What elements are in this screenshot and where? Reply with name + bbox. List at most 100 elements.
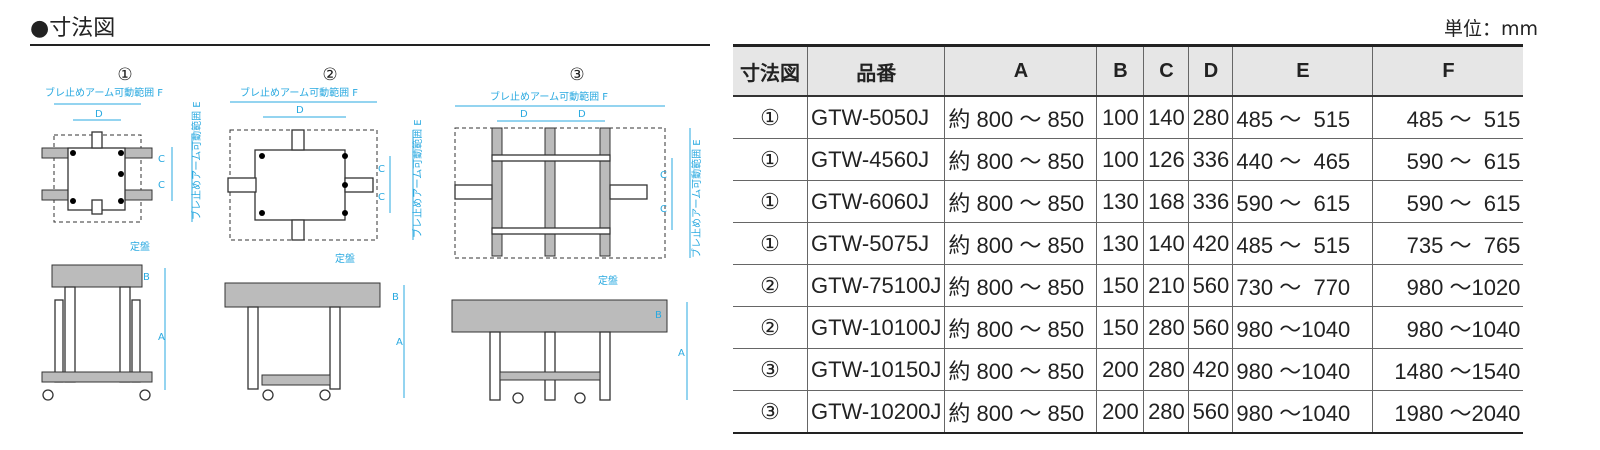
- table-cell: 約 800 ～ 850: [944, 390, 1097, 434]
- table-cell: ①: [733, 96, 808, 139]
- table-cell: 約 800 ～ 850: [944, 264, 1097, 307]
- svg-text:C: C: [660, 204, 667, 215]
- label-f: ブレ止めアーム可動範囲 F: [45, 86, 163, 99]
- table-cell: 735 ～ 765: [1372, 222, 1524, 265]
- table-cell: ②: [733, 264, 808, 307]
- table-cell: 約 800 ～ 850: [944, 180, 1097, 223]
- table-cell: 280: [1143, 306, 1189, 349]
- svg-text:ブレ止めアーム可動範囲 F: ブレ止めアーム可動範囲 F: [490, 90, 608, 103]
- svg-text:C: C: [158, 180, 165, 191]
- label-a: A: [158, 332, 165, 343]
- table-cell: 590 ～ 615: [1372, 180, 1524, 223]
- col-header: C: [1143, 45, 1189, 97]
- label-b: B: [143, 272, 150, 283]
- label-e: ブレ止めアーム可動範囲 E: [190, 101, 203, 220]
- table-cell: 560: [1188, 264, 1233, 307]
- table-cell: 126: [1143, 138, 1189, 181]
- svg-text:C: C: [660, 170, 667, 181]
- svg-text:D: D: [296, 105, 304, 116]
- table-cell: 140: [1143, 222, 1189, 265]
- table-cell: 約 800 ～ 850: [944, 138, 1097, 181]
- table-cell: 130: [1096, 180, 1144, 223]
- table-cell: 1480 ～1540: [1372, 348, 1524, 391]
- drawing-type-1: ① ブレ止めアーム可動範囲 F D CC ブレ止めアーム可動範囲 E 定盤 A …: [41, 65, 203, 401]
- svg-text:D: D: [520, 109, 528, 120]
- table-cell: 1980 ～2040: [1372, 390, 1524, 434]
- svg-text:③: ③: [569, 65, 584, 85]
- table-cell: GTW-5050J: [806, 96, 945, 139]
- svg-text:A: A: [678, 348, 685, 359]
- svg-text:②: ②: [322, 65, 337, 85]
- table-cell: 280: [1143, 390, 1189, 434]
- table-cell: 140: [1143, 96, 1189, 139]
- table-cell: 980 ～1040: [1372, 306, 1524, 349]
- table-cell: 980 ～1040: [1232, 306, 1373, 349]
- table-cell: GTW-10200J: [806, 390, 945, 434]
- table-cell: ③: [733, 390, 808, 434]
- svg-text:A: A: [396, 337, 403, 348]
- svg-text:ブレ止めアーム可動範囲 F: ブレ止めアーム可動範囲 F: [240, 86, 358, 99]
- table-cell: ②: [733, 306, 808, 349]
- col-header: D: [1188, 45, 1233, 97]
- table-cell: 730 ～ 770: [1232, 264, 1373, 307]
- table-cell: 560: [1188, 390, 1233, 434]
- table-cell: 150: [1096, 264, 1144, 307]
- dimension-drawings: .ln{stroke:#333;fill:#fff;stroke-width:1…: [41, 65, 703, 404]
- table-cell: 200: [1096, 390, 1144, 434]
- table-cell: GTW-10150J: [806, 348, 945, 391]
- table-cell: 590 ～ 615: [1232, 180, 1373, 223]
- table-cell: 130: [1096, 222, 1144, 265]
- table-cell: 485 ～ 515: [1372, 96, 1524, 139]
- table-cell: 980 ～1020: [1372, 264, 1524, 307]
- table-cell: GTW-6060J: [806, 180, 945, 223]
- table-cell: GTW-75100J: [806, 264, 945, 307]
- table-cell: 100: [1096, 96, 1144, 139]
- title-divider: [30, 44, 710, 46]
- table-cell: 100: [1096, 138, 1144, 181]
- col-header: 寸法図: [733, 45, 808, 97]
- table-cell: ①: [733, 180, 808, 223]
- drawing-type-2: ② ブレ止めアーム可動範囲 F D CC ブレ止めアーム可動範囲 E 定盤 A …: [224, 65, 424, 401]
- table-cell: 約 800 ～ 850: [944, 348, 1097, 391]
- table-cell: ①: [733, 138, 808, 181]
- svg-text:C: C: [378, 164, 385, 175]
- col-header: 品番: [806, 45, 945, 97]
- unit-label: 単位：mm: [1443, 18, 1538, 40]
- table-cell: 336: [1188, 138, 1233, 181]
- svg-text:ブレ止めアーム可動範囲 E: ブレ止めアーム可動範囲 E: [411, 119, 424, 238]
- table-cell: 約 800 ～ 850: [944, 306, 1097, 349]
- table-cell: ③: [733, 348, 808, 391]
- table-cell: 485 ～ 515: [1232, 222, 1373, 265]
- table-cell: 980 ～1040: [1232, 348, 1373, 391]
- table-header-row: 寸法図 品番 A B C D E F: [733, 45, 1524, 97]
- table-cell: 485 ～ 515: [1232, 96, 1373, 139]
- label-d: D: [95, 109, 103, 120]
- table-cell: 210: [1143, 264, 1189, 307]
- table-cell: 150: [1096, 306, 1144, 349]
- table-cell: 980 ～1040: [1232, 390, 1373, 434]
- col-header: F: [1372, 45, 1524, 97]
- table-cell: 約 800 ～ 850: [944, 96, 1097, 139]
- table-cell: GTW-5075J: [806, 222, 945, 265]
- svg-text:B: B: [655, 310, 662, 321]
- table-cell: 590 ～ 615: [1372, 138, 1524, 181]
- col-header: A: [944, 45, 1097, 97]
- table-cell: 420: [1188, 222, 1233, 265]
- col-header: E: [1232, 45, 1373, 97]
- svg-text:定盤: 定盤: [598, 274, 618, 287]
- table-cell: ①: [733, 222, 808, 265]
- table-cell: 336: [1188, 180, 1233, 223]
- col-header: B: [1096, 45, 1144, 97]
- table-cell: 440 ～ 465: [1232, 138, 1373, 181]
- svg-text:B: B: [392, 292, 399, 303]
- svg-text:C: C: [378, 192, 385, 203]
